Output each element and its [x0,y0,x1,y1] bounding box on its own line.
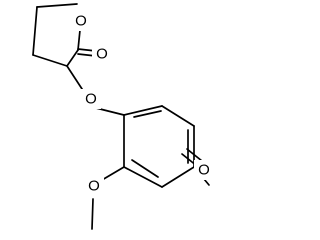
methoxy-oxygen-label: O [88,178,100,195]
benzene-bond-top-left [123,105,163,116]
chemical-structure-diagram: O O O O O [32,3,214,230]
ether-oxygen-label: O [85,91,97,108]
benzene-bond-bottom-right [161,166,195,188]
structure-canvas: O O O O O [32,3,214,230]
aldehyde-oxygen-label: O [198,162,210,179]
benzene-inner-bond-bottom-left [131,159,159,178]
benzene-inner-bond-top [133,110,162,118]
ether-bond-upper [66,65,85,93]
benzene-bond-top-right [161,105,195,127]
carbonyl-oxygen-mask [92,44,112,64]
carbonyl-oxygen-label: O [96,46,108,63]
methoxy-bond-ring [101,166,125,181]
ring-oxygen-label: O [75,13,87,30]
lactone-ring-bond-left [32,6,38,56]
methoxy-oxygen-mask [84,176,104,196]
ether-oxygen-mask [81,89,101,109]
lactone-ring-bond-right [66,49,79,67]
lactone-ring-bond-top [36,3,78,8]
ring-oxygen-mask [71,11,91,31]
benzene-bond-bottom-left [123,166,163,188]
ether-bond-lower [95,107,125,116]
methoxy-bond-methyl [91,198,94,230]
lactone-ring-bond-bottom [32,54,68,67]
aldehyde-oxygen-mask [194,160,214,180]
